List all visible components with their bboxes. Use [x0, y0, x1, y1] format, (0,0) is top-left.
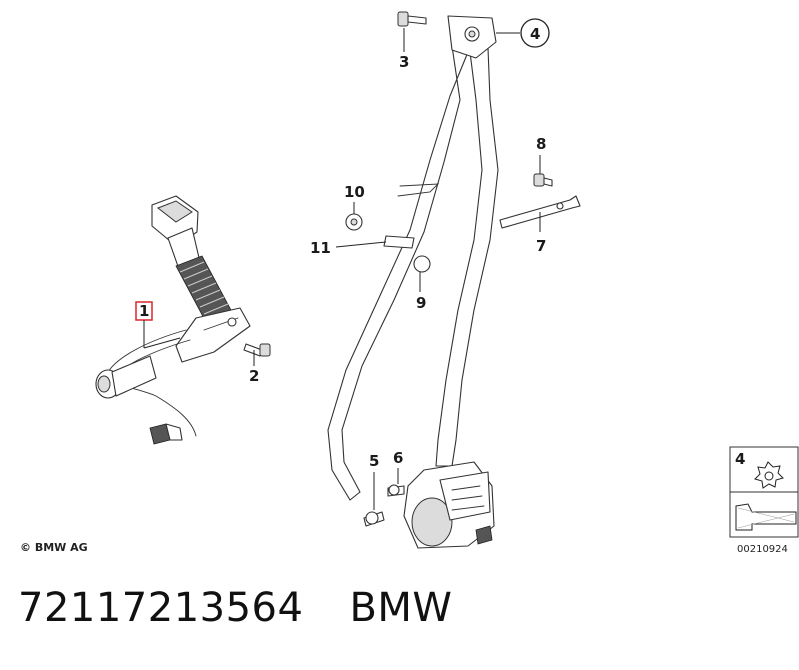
- legend-callout-4: 4: [735, 450, 745, 468]
- legend-box: 4: [729, 446, 799, 538]
- callout-numbers: 1 2 3 4 5 6 7 8 9 10 11: [139, 25, 546, 470]
- callout-8: 8: [536, 135, 546, 153]
- bolt-6: [387, 484, 405, 497]
- callout-11: 11: [310, 239, 331, 257]
- shoulder-belt-webbing: [327, 15, 499, 501]
- callout-4-circle: [520, 18, 550, 48]
- callout-7: 7: [536, 237, 546, 255]
- callout-4: 4: [530, 25, 540, 43]
- brand-name: BMW: [349, 585, 453, 631]
- part-caption: 72117213564 BMW: [18, 585, 452, 631]
- bolt-2: [243, 343, 271, 357]
- arrow-pointer-icon: [735, 503, 797, 531]
- callout-1: 1: [139, 302, 149, 320]
- bolt-3: [397, 11, 427, 27]
- washer-10: [345, 213, 363, 231]
- belt-retractor: [403, 461, 495, 549]
- bolt-5: [363, 511, 385, 527]
- buckle-assembly: [95, 195, 251, 445]
- part-number: 72117213564: [18, 585, 304, 631]
- callout-6: 6: [393, 449, 403, 467]
- document-number: 00210924: [737, 544, 788, 555]
- star-washer-icon: [754, 461, 784, 489]
- bolt-8: [533, 173, 553, 187]
- callout-3: 3: [399, 53, 409, 71]
- copyright-text: © BMW AG: [20, 541, 88, 554]
- callout-10: 10: [344, 183, 365, 201]
- callout-9: 9: [416, 294, 426, 312]
- callout-2: 2: [249, 367, 259, 385]
- leader-lines: [143, 28, 541, 510]
- callout-5: 5: [369, 452, 379, 470]
- cap-9: [413, 255, 431, 273]
